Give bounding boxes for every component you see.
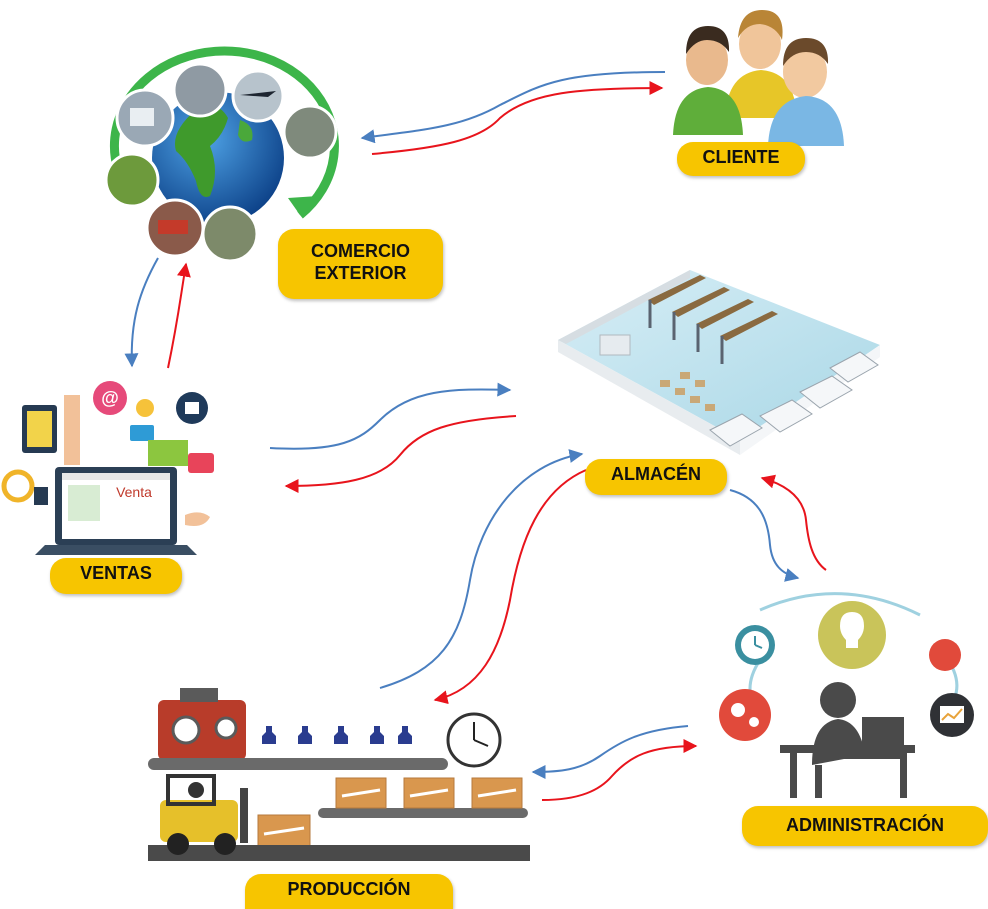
arrow-almacen-to-produccion — [433, 469, 587, 705]
people-icon — [929, 639, 961, 671]
arrow-comercio-to-ventas — [124, 257, 159, 368]
person-at-desk-icon — [820, 682, 856, 718]
almacen-warehouse-illustration — [558, 270, 880, 455]
label-ventas-text: VENTAS — [80, 563, 152, 583]
forklift-icon — [160, 774, 248, 855]
arrow-almacen-to-ventas — [284, 415, 517, 493]
label-cliente-text: CLIENTE — [702, 147, 780, 167]
label-almacen-text: ALMACÉN — [611, 464, 701, 484]
arrow-almacen-to-administracion — [729, 489, 800, 582]
svg-text:@: @ — [101, 388, 119, 408]
label-administracion: ADMINISTRACIÓN — [742, 806, 988, 846]
arrow-comercio-to-cliente — [371, 81, 664, 155]
label-produccion-text: PRODUCCIÓN — [287, 879, 411, 899]
flow-arrows — [124, 71, 827, 801]
produccion-illustration — [148, 687, 530, 861]
comercio-exterior-illustration — [104, 46, 339, 263]
label-almacen: ALMACÉN — [585, 459, 727, 495]
arrow-administracion-to-produccion — [531, 725, 689, 779]
email-at-icon — [93, 381, 127, 415]
gears-icon — [719, 689, 771, 741]
laptop-screen-text: Venta — [116, 484, 152, 500]
administracion-illustration — [719, 592, 974, 798]
cliente-people-icon — [673, 10, 844, 146]
label-comercio-line1: COMERCIO — [311, 241, 410, 261]
ventas-illustration: @ Venta — [1, 381, 214, 555]
arrow-ventas-to-almacen — [269, 382, 512, 450]
arrow-produccion-to-almacen — [379, 449, 584, 689]
arrow-cliente-to-comercio — [360, 71, 666, 144]
label-comercio-exterior: COMERCIO EXTERIOR — [278, 229, 443, 299]
arrow-administracion-to-almacen — [760, 474, 827, 571]
bottles-row — [262, 726, 412, 744]
label-administracion-text: ADMINISTRACIÓN — [786, 815, 944, 835]
label-ventas: VENTAS — [50, 558, 182, 594]
label-cliente: CLIENTE — [677, 142, 805, 176]
arrow-produccion-to-administracion — [541, 739, 698, 801]
label-produccion: PRODUCCIÓN — [245, 874, 453, 909]
arrow-ventas-to-comercio — [167, 262, 191, 369]
label-comercio-line2: EXTERIOR — [314, 263, 407, 283]
